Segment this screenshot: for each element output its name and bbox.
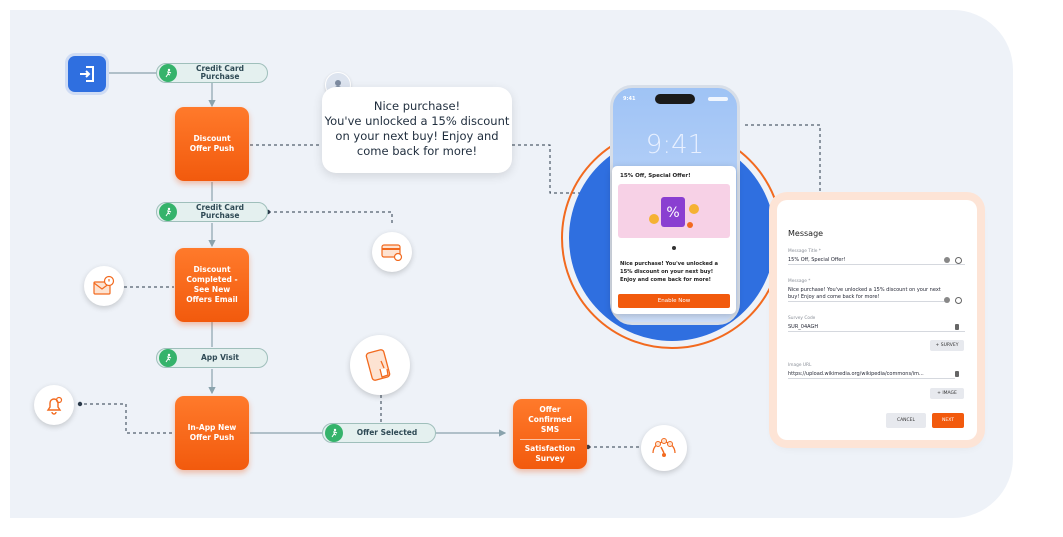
- trigger-offer-selected[interactable]: Offer Selected: [322, 423, 436, 443]
- message-bubble: Nice purchase! You've unlocked a 15% dis…: [322, 87, 512, 173]
- status-time: 9:41: [623, 96, 636, 102]
- runner-icon: [159, 203, 177, 221]
- survey-code-label: Survey Code: [788, 316, 816, 321]
- smile-icon[interactable]: [955, 297, 962, 304]
- image-url-label: Image URL: [788, 363, 812, 368]
- step-in-app-new-offer-push[interactable]: In-App New Offer Push: [175, 396, 249, 470]
- trigger-app-visit[interactable]: App Visit: [156, 348, 268, 368]
- survey-code-field[interactable]: SUR_04AGH: [788, 324, 965, 332]
- sign-in-icon: [68, 56, 106, 92]
- runner-icon: [159, 349, 177, 367]
- bubble-line: come back for more!: [356, 144, 478, 158]
- credit-card-icon: [372, 232, 412, 272]
- trigger-label: App Visit: [200, 353, 240, 362]
- step-label: Discount Offer Push: [189, 134, 235, 153]
- carousel-dot: [672, 246, 676, 250]
- smile-icon[interactable]: [955, 257, 962, 264]
- email-alert-icon: [84, 266, 124, 306]
- trigger-credit-card-purchase-2[interactable]: Credit Card Purchase: [156, 202, 268, 222]
- bell-icon: [34, 385, 74, 425]
- emoji-icon[interactable]: [944, 297, 950, 303]
- notification-card[interactable]: 15% Off, Special Offer! % Nice purchase!…: [612, 166, 736, 314]
- enable-now-button[interactable]: Enable Now: [618, 294, 730, 308]
- step-discount-completed-email[interactable]: Discount Completed - See New Offers Emai…: [175, 248, 249, 322]
- dynamic-island: [655, 94, 695, 104]
- add-survey-button[interactable]: + SURVEY: [930, 340, 964, 351]
- divider: [520, 438, 580, 440]
- card-body: Nice purchase! You've unlocked a 15% dis…: [620, 261, 719, 283]
- message-modal: Message Message Title * 15% Off, Special…: [777, 200, 977, 440]
- message-field[interactable]: Nice purchase! You've unlocked a 15% dis…: [788, 287, 947, 302]
- cancel-button[interactable]: CANCEL: [886, 413, 926, 428]
- modal-title: Message: [788, 229, 824, 238]
- step-label: Satisfaction Survey: [524, 443, 576, 463]
- trigger-credit-card-purchase-1[interactable]: Credit Card Purchase: [156, 63, 268, 83]
- card-title: 15% Off, Special Offer!: [620, 173, 691, 179]
- trash-icon[interactable]: [955, 324, 959, 330]
- step-discount-offer-push[interactable]: Discount Offer Push: [175, 107, 249, 181]
- next-button[interactable]: NEXT: [932, 413, 964, 428]
- tap-phone-icon: [350, 335, 410, 395]
- trash-icon[interactable]: [955, 371, 959, 377]
- bubble-line: on your next buy! Enjoy and: [335, 129, 499, 143]
- trigger-label: Credit Card Purchase: [195, 64, 245, 81]
- message-label: Message *: [788, 279, 811, 284]
- runner-icon: [159, 64, 177, 82]
- trigger-label: Credit Card Purchase: [195, 203, 245, 220]
- step-label: In-App New Offer Push: [187, 423, 237, 442]
- step-label: Offer Confirmed SMS: [528, 404, 572, 434]
- message-title-field[interactable]: 15% Off, Special Offer!: [788, 257, 965, 265]
- promo-image: %: [618, 184, 730, 238]
- trigger-label: Offer Selected: [356, 428, 418, 437]
- image-url-field[interactable]: https://upload.wikimedia.org/wikipedia/c…: [788, 371, 955, 379]
- svg-text:%: %: [666, 205, 679, 221]
- add-image-button[interactable]: + IMAGE: [930, 388, 964, 399]
- status-icons: [708, 97, 728, 101]
- emoji-icon[interactable]: [944, 257, 950, 263]
- lockscreen-clock: 9:41: [645, 130, 705, 160]
- runner-icon: [325, 424, 343, 442]
- bubble-line: You've unlocked a 15% discount: [324, 114, 510, 128]
- survey-faces-icon: [641, 425, 687, 471]
- step-label: Discount Completed - See New Offers Emai…: [186, 265, 238, 304]
- bubble-line: Nice purchase!: [373, 99, 461, 113]
- step-offer-confirmed-sms[interactable]: Offer Confirmed SMS Satisfaction Survey: [513, 399, 587, 469]
- message-title-label: Message Title *: [788, 249, 821, 254]
